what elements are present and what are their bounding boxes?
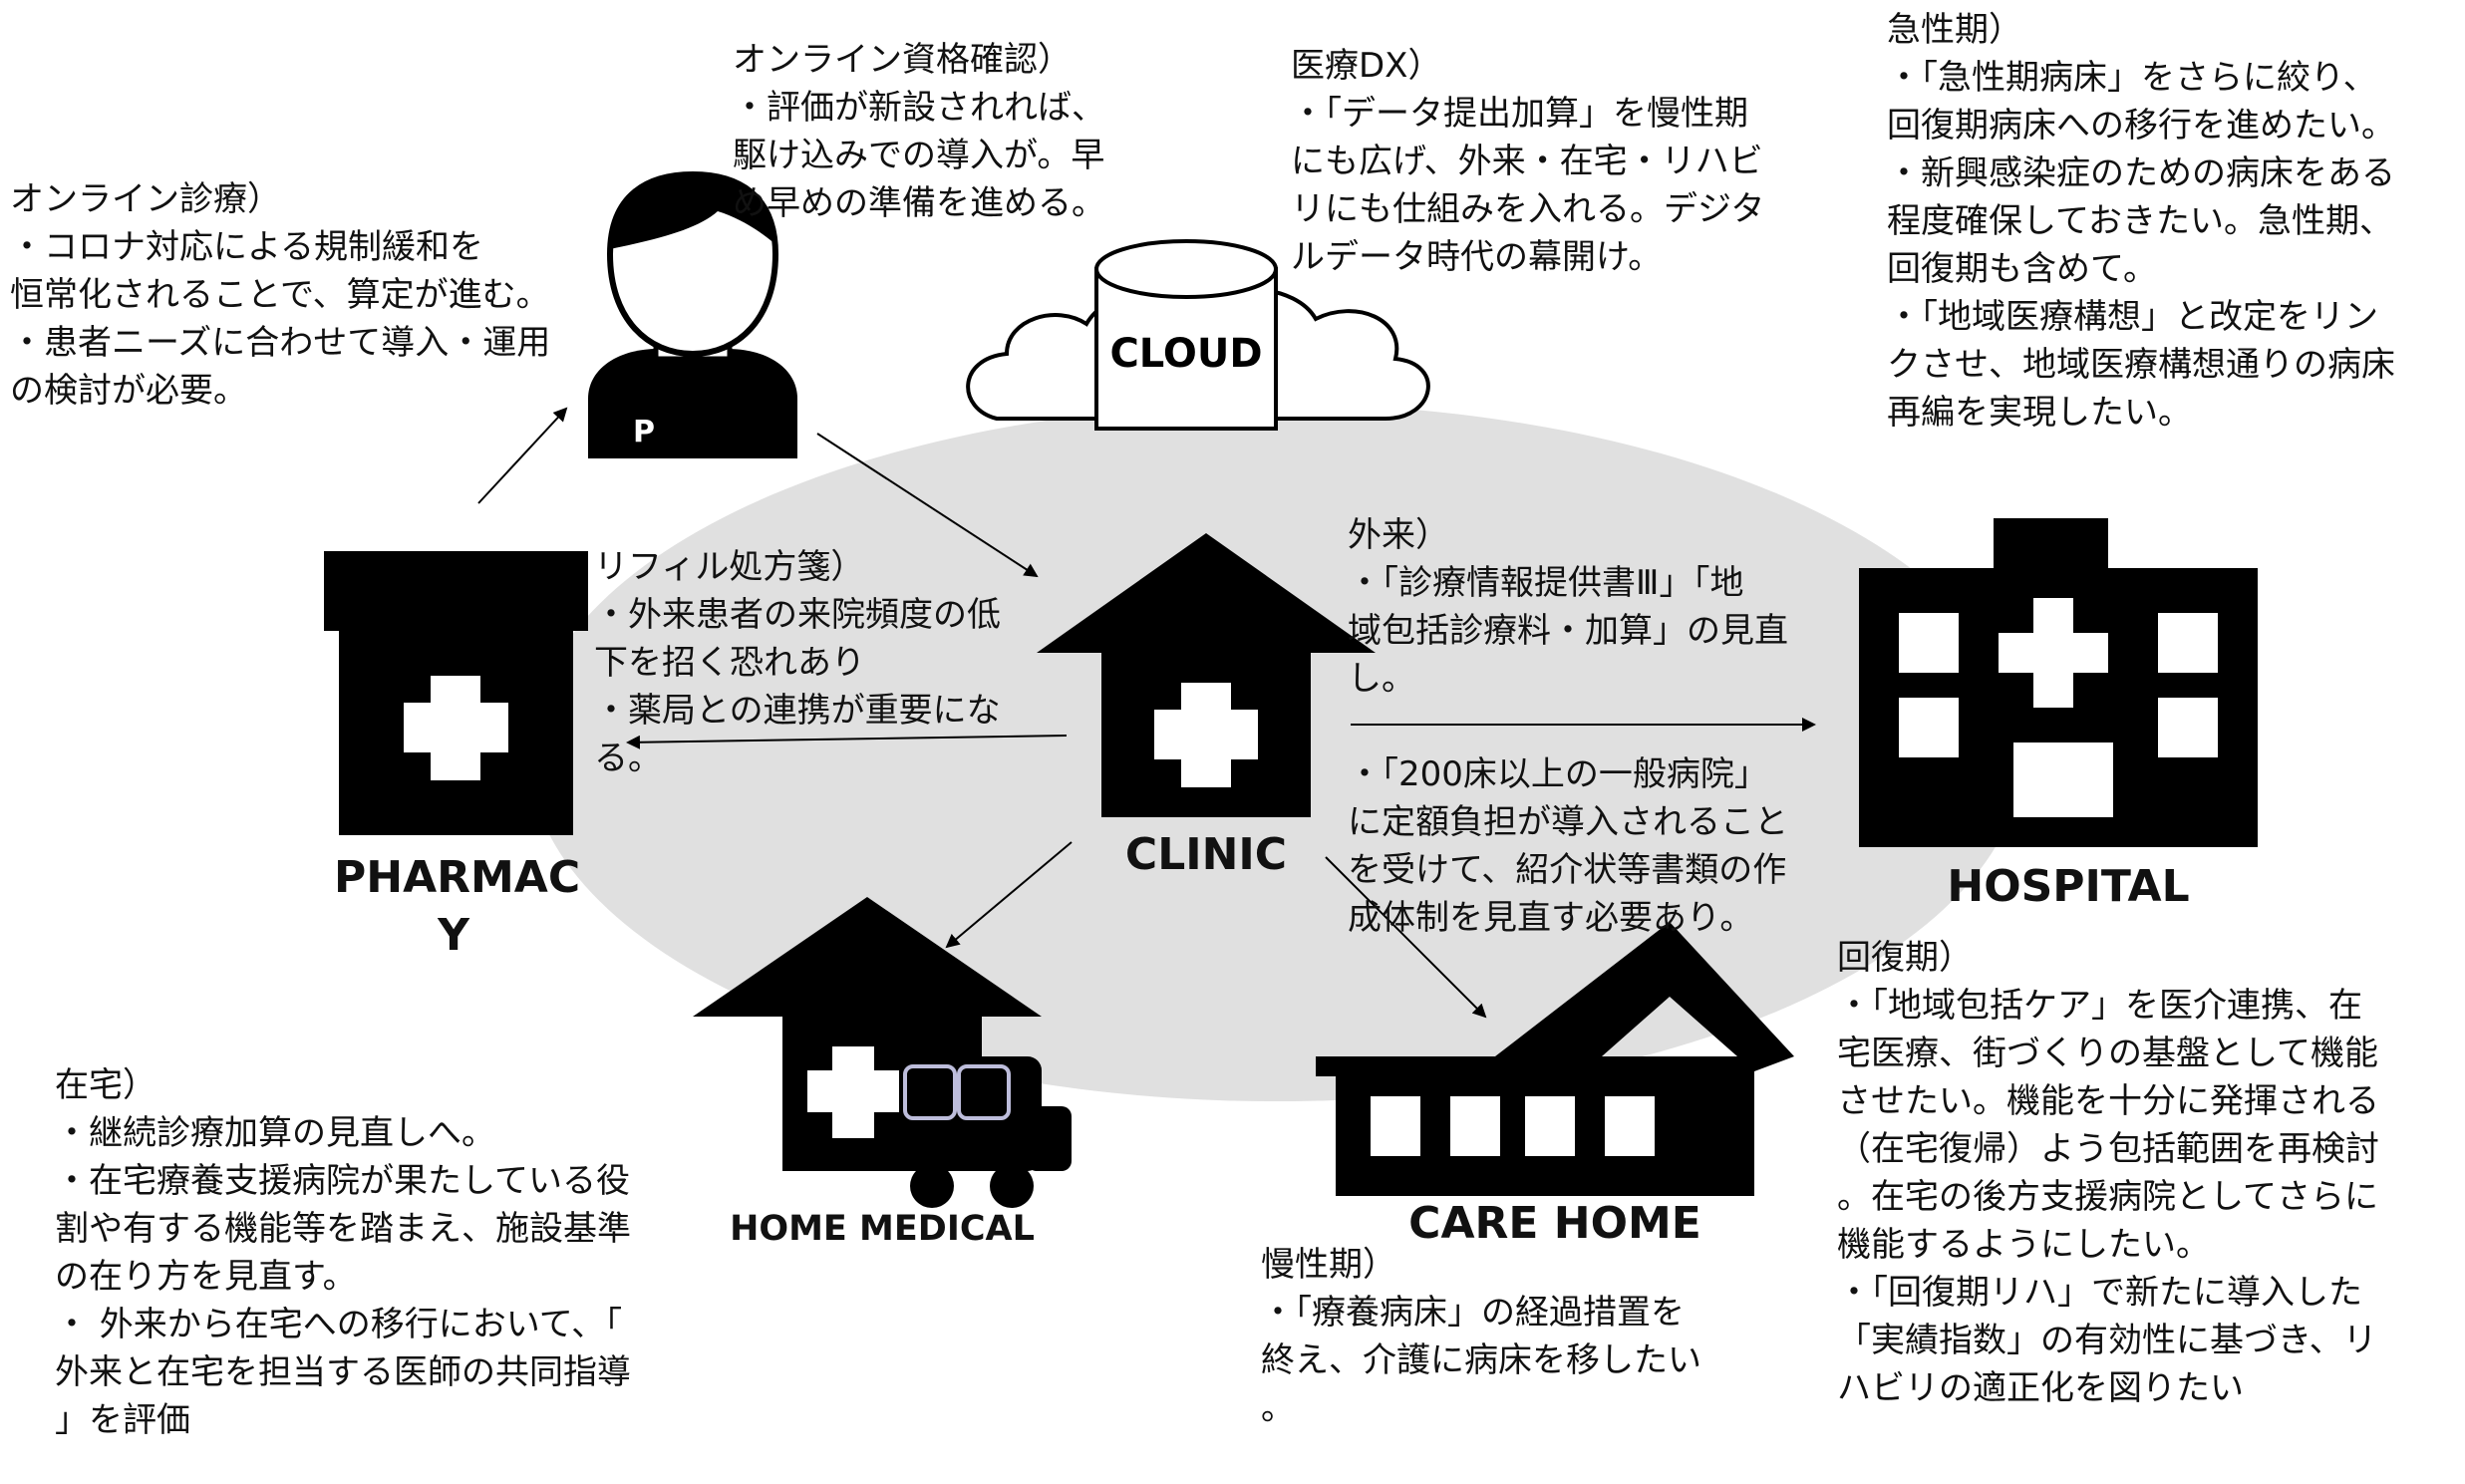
pharmacy-label-line1: PHARMAC [334,852,581,903]
note-line: 。在宅の後方支援病院としてさらに [1837,1177,2378,1217]
note-line: 再編を実現したい。 [1887,393,2192,433]
note-line: ルデータ時代の幕開け。 [1291,237,1663,277]
note-line: ・評価が新設されれば、 [733,88,1105,128]
patient-icon: P [588,170,797,458]
note-line: 終え、介護に病床を移したい [1261,1340,1701,1380]
note-line: 恒常化されることで、算定が進む。 [10,275,550,315]
note-line: 医療DX） [1291,46,1442,86]
care-home-label: CARE HOME [1408,1198,1701,1249]
note-line: 宅医療、街づくりの基盤として機能 [1837,1034,2378,1073]
note-line: リフィル処方箋） [594,547,865,587]
note-line: の在り方を見直す。 [55,1257,357,1297]
note-line: 在宅） [55,1065,156,1105]
note-line: め早めの準備を進める。 [733,183,1105,223]
note-line: 」を評価 [55,1400,190,1440]
note-line: し。 [1348,659,1415,699]
cloud-label: CLOUD [1109,331,1262,377]
arrow-pharmacy-to-patient [477,407,568,504]
home-medical-icon [693,897,1072,1208]
home-medical-label: HOME MEDICAL [730,1209,1035,1249]
note-line: ・薬局との連携が重要にな [594,691,1001,731]
note-online-qualification: オンライン資格確認） ・評価が新設されれば、駆け込みでの導入が。早め早めの準備を進… [733,36,1105,227]
patient-initial: P [633,415,655,449]
note-recovery: 回復期） ・「地域包括ケア」を医介連携、在宅医療、街づくりの基盤として機能させたい… [1837,934,2379,1412]
note-line [1348,703,1788,750]
pharmacy-label: PHARMAC Y [334,849,581,965]
note-line: にも広げ、外来・在宅・リハビ [1291,142,1763,181]
note-line: ハビリの適正化を図りたい [1837,1368,2244,1408]
note-chronic: 慢性期） ・「療養病床」の経過措置を終え、介護に病床を移したい。 [1261,1241,1701,1432]
note-outpatient: 外来） ・「診療情報提供書Ⅲ」「地域包括診療料・加算」の見直し。 ・「200床以上… [1348,511,1788,942]
note-line: に定額負担が導入されること [1348,802,1788,842]
note-line: 。 [1261,1388,1295,1428]
note-line: 駆け込みでの導入が。早 [733,136,1105,175]
note-medical-dx: 医療DX） ・「データ提出加算」を慢性期にも広げ、外来・在宅・リハビリにも仕組みを… [1291,42,1764,281]
note-line: ・「急性期病床」をさらに絞り、 [1887,58,2377,98]
note-line: ・「地域医療構想」と改定をリン [1887,297,2378,337]
note-line: 域包括診療料・加算」の見直 [1348,611,1788,651]
note-acute: 急性期） ・「急性期病床」をさらに絞り、回復期病床への移行を進めたい。・新興感染症… [1887,6,2395,437]
hospital-icon [1859,518,2258,847]
note-line: 「実績指数」の有効性に基づき、リ [1837,1321,2377,1360]
note-line: の検討が必要。 [10,371,247,411]
arrow-patient-to-clinic [816,433,1039,578]
note-line: （在宅復帰）よう包括範囲を再検討 [1837,1129,2379,1169]
clinic-icon [1037,533,1376,817]
care-home-icon [1316,922,1794,1196]
arrow-clinic-to-pharmacy [626,735,1068,749]
note-line: ・患者ニーズに合わせて導入・運用 [10,323,551,363]
note-line: 割や有する機能等を踏まえ、施設基準 [55,1209,631,1249]
note-line: ・「診療情報提供書Ⅲ」「地 [1348,563,1744,603]
note-line: る。 [594,739,662,778]
note-home: 在宅） ・継続診療加算の見直しへ。・在宅療養支援病院が果たしている役割や有する機能… [55,1061,631,1444]
note-line: 急性期） [1887,10,2022,50]
note-refill: リフィル処方箋） ・外来患者の来院頻度の低下を招く恐れあり・薬局との連携が重要にな… [594,543,1001,782]
note-line: ・在宅療養支援病院が果たしている役 [55,1161,630,1201]
note-line: 回復期病床への移行を進めたい。 [1887,106,2395,146]
note-line: 下を招く恐れあり [594,643,865,683]
note-line: ・新興感染症のための病床をある [1887,153,2395,193]
note-line: リにも仕組みを入れる。デジタ [1291,189,1765,229]
note-line: ・ 外来から在宅への移行において、「 [55,1305,623,1344]
note-line: ・「療養病床」の経過措置を [1261,1293,1685,1333]
note-line: ・外来患者の来院頻度の低 [594,595,1001,635]
note-online-care: オンライン診療） ・コロナ対応による規制緩和を恒常化されることで、算定が進む。・患… [10,175,550,415]
note-line: ・継続診療加算の見直しへ。 [55,1113,495,1153]
note-line: ・「データ提出加算」を慢性期 [1291,94,1748,134]
note-line: させたい。機能を十分に発揮される [1837,1081,2379,1121]
note-line: 程度確保しておきたい。急性期、 [1887,201,2393,241]
note-line: オンライン資格確認） [733,40,1072,80]
note-line: 回復期も含めて。 [1887,249,2157,289]
note-line: 機能するようにしたい。 [1837,1225,2210,1265]
note-line: クさせ、地域医療構想通りの病床 [1887,345,2395,385]
note-line: 慢性期） [1261,1245,1396,1285]
note-line: ・「回復期リハ」で新たに導入した [1837,1273,2362,1313]
arrow-clinic-to-care-home [1325,856,1487,1019]
note-line: 外来） [1348,515,1449,555]
note-line: ・「地域包括ケア」を医介連携、在 [1837,986,2362,1026]
note-line: 成体制を見直す必要あり。 [1348,898,1754,938]
cloud-icon: CLOUD [966,239,1430,431]
note-line: 回復期） [1837,938,1973,978]
pharmacy-icon [324,551,588,835]
note-line: オンライン診療） [10,179,281,219]
note-line: 外来と在宅を担当する医師の共同指導 [55,1352,631,1392]
note-line: を受けて、紹介状等書類の作 [1348,850,1787,890]
pharmacy-label-line2: Y [438,910,469,961]
arrow-clinic-to-home-medical [945,841,1073,949]
note-line: ・コロナ対応による規制緩和を [10,227,483,267]
hospital-label: HOSPITAL [1947,861,2190,912]
note-line: ・「200床以上の一般病院」 [1348,754,1768,794]
clinic-label: CLINIC [1124,829,1288,880]
